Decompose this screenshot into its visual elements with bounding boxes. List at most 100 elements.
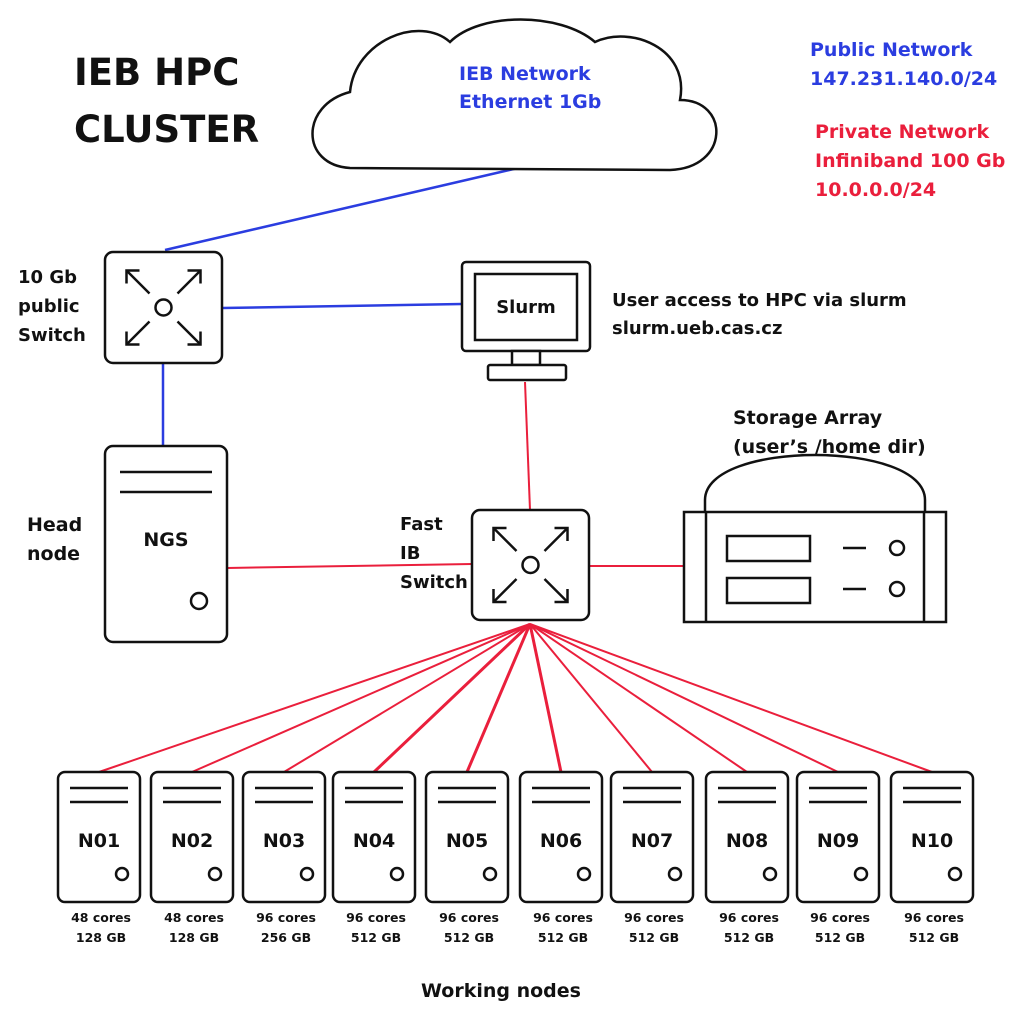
private-links xyxy=(226,381,684,569)
node-cores: 96 cores xyxy=(624,910,684,925)
slurm-desc-line1: User access to HPC via slurm xyxy=(612,290,907,311)
node-name: N10 xyxy=(911,830,953,852)
public-network-line2: 147.231.140.0/24 xyxy=(810,68,997,90)
slurm-monitor: Slurm User access to HPC via slurm slurm… xyxy=(460,260,907,382)
power-button-icon xyxy=(114,866,130,882)
ib-switch-box xyxy=(470,508,591,622)
link-ib-node xyxy=(529,623,653,773)
link-ib-node xyxy=(372,622,532,774)
public-switch-line3: Switch xyxy=(18,325,86,346)
link-ib-node xyxy=(529,623,839,773)
working-nodes-label: Working nodes xyxy=(421,980,581,1002)
node-memory: 512 GB xyxy=(444,930,494,945)
node-name: N01 xyxy=(78,830,120,852)
power-button-icon xyxy=(947,866,963,882)
link-ib-node xyxy=(191,623,531,773)
link-slurm-ib xyxy=(524,381,531,511)
head-node-label-line1: Head xyxy=(27,514,82,536)
node-memory: 512 GB xyxy=(815,930,865,945)
head-node-label-line2: node xyxy=(27,543,80,565)
node-memory: 256 GB xyxy=(261,930,311,945)
node-memory: 512 GB xyxy=(351,930,401,945)
storage-line1: Storage Array xyxy=(733,407,883,429)
node-memory: 512 GB xyxy=(724,930,774,945)
link-switch-slurm xyxy=(221,302,463,310)
link-ib-node xyxy=(283,623,531,773)
drive-bay xyxy=(725,534,812,563)
node-memory: 128 GB xyxy=(76,930,126,945)
drive-bay xyxy=(725,576,812,605)
public-switch-line1: 10 Gb xyxy=(18,267,77,288)
ib-switch-line1: Fast xyxy=(400,514,443,535)
drive-led-icon xyxy=(888,539,906,557)
private-network-line1: Private Network xyxy=(815,121,989,143)
ib-switch-line2: IB xyxy=(400,543,420,564)
public-links xyxy=(161,166,519,446)
storage-array: Storage Array (user’s /home dir) xyxy=(682,407,948,624)
link-cloud-switch xyxy=(164,166,519,252)
node-cores: 96 cores xyxy=(719,910,779,925)
power-button-icon xyxy=(207,866,223,882)
compute-node: N09 96 cores 512 GB xyxy=(795,770,881,945)
node-name: N03 xyxy=(263,830,305,852)
private-network-line2: Infiniband 100 Gb xyxy=(815,150,1005,172)
slurm-label: Slurm xyxy=(496,297,556,318)
slurm-desc-line2: slurm.ueb.cas.cz xyxy=(612,318,782,339)
monitor-base xyxy=(486,363,568,382)
power-button-icon xyxy=(762,866,778,882)
node-memory: 512 GB xyxy=(538,930,588,945)
public-switch: 10 Gb public Switch xyxy=(18,250,224,365)
node-cores: 96 cores xyxy=(533,910,593,925)
power-button-icon xyxy=(189,591,209,611)
link-ib-node xyxy=(528,623,563,773)
compute-node: N07 96 cores 512 GB xyxy=(609,770,695,945)
private-network-line3: 10.0.0.0/24 xyxy=(815,179,936,201)
head-node: NGS Head node xyxy=(27,444,229,644)
node-cores: 96 cores xyxy=(810,910,870,925)
storage-line2: (user’s /home dir) xyxy=(733,436,926,458)
ib-switch-line3: Switch xyxy=(400,572,468,593)
page-title-line1: IEB HPC xyxy=(74,51,239,94)
node-cores: 96 cores xyxy=(904,910,964,925)
monitor-inner xyxy=(473,272,579,342)
working-nodes: N01 48 cores 128 GB N02 48 cores 128 GB N03 96 … xyxy=(56,770,975,945)
power-button-icon xyxy=(667,866,683,882)
compute-node: N01 48 cores 128 GB xyxy=(56,770,142,945)
page-title-line2: CLUSTER xyxy=(74,108,259,151)
power-button-icon xyxy=(576,866,592,882)
node-name: N06 xyxy=(540,830,582,852)
node-cores: 96 cores xyxy=(346,910,406,925)
compute-node: N02 48 cores 128 GB xyxy=(149,770,235,945)
node-name: N07 xyxy=(631,830,673,852)
power-button-icon xyxy=(853,866,869,882)
link-ib-node xyxy=(465,623,532,773)
power-button-icon xyxy=(389,866,405,882)
node-memory: 128 GB xyxy=(169,930,219,945)
link-ib-node xyxy=(529,623,933,773)
public-network-line1: Public Network xyxy=(810,39,973,61)
link-ib-node xyxy=(98,623,531,773)
node-name: N02 xyxy=(171,830,213,852)
ib-switch: Fast IB Switch xyxy=(400,508,591,622)
cloud-line2: Ethernet 1Gb xyxy=(459,91,601,113)
switch-arrows-icon xyxy=(125,269,202,346)
node-memory: 512 GB xyxy=(629,930,679,945)
public-switch-line2: public xyxy=(18,296,80,317)
node-cores: 48 cores xyxy=(164,910,224,925)
drive-led-icon xyxy=(888,580,906,598)
node-name: N09 xyxy=(817,830,859,852)
public-switch-box xyxy=(103,250,224,365)
cloud-shape xyxy=(311,18,718,172)
node-name: N05 xyxy=(446,830,488,852)
node-cores: 48 cores xyxy=(71,910,131,925)
power-button-icon xyxy=(299,866,315,882)
compute-node: N06 96 cores 512 GB xyxy=(518,770,604,945)
head-node-name: NGS xyxy=(143,529,188,551)
storage-dome xyxy=(703,453,927,512)
